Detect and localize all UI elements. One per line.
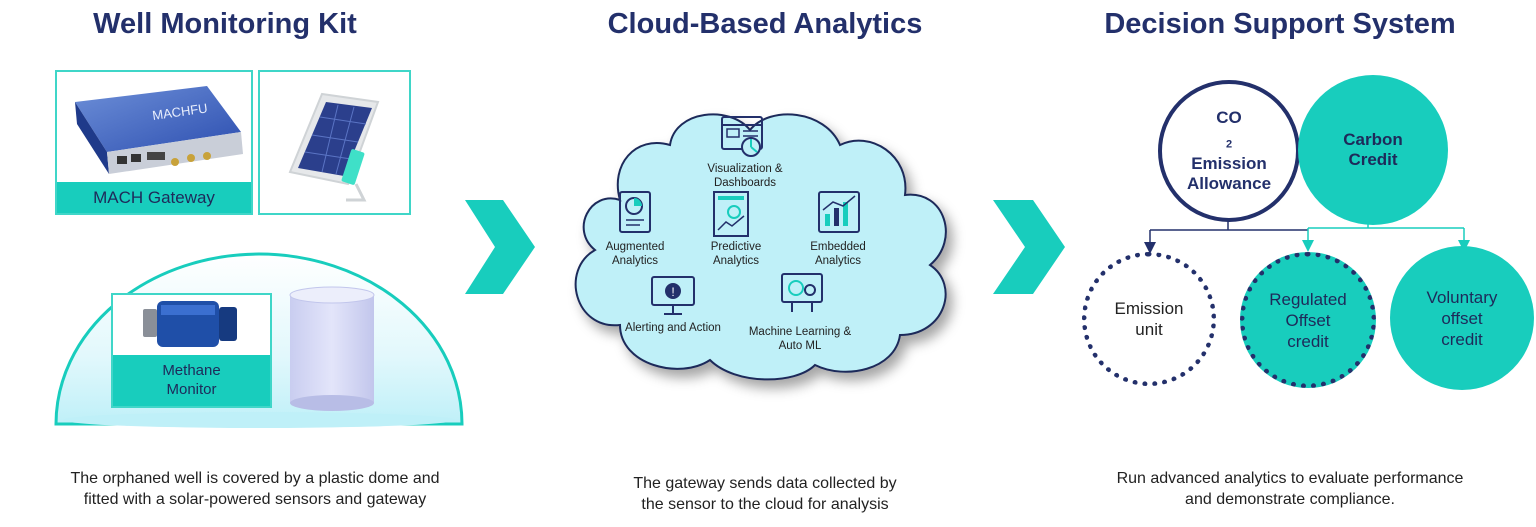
co2-label-line-2: Emission — [1191, 154, 1267, 174]
machine-learning-icon — [781, 273, 823, 312]
gateway-frame: MACHFU MACH Gateway — [55, 70, 253, 215]
regulated-offset-credit-circle: Regulated Offset credit — [1240, 252, 1376, 388]
dashboard-icon — [721, 116, 763, 157]
predictive-analytics-icon — [713, 191, 749, 237]
emission-label-line-2: unit — [1135, 320, 1163, 339]
solar-panel-frame — [258, 70, 411, 215]
regulated-label-line-2: Offset — [1285, 310, 1331, 330]
gateway-label: MACH Gateway — [57, 182, 251, 213]
voluntary-label-line-3: credit — [1441, 329, 1483, 349]
voluntary-label-line-1: Voluntary — [1426, 287, 1498, 307]
emission-label-line-1: Emission — [1114, 299, 1184, 318]
cloud-label-augmented: Augmented Analytics — [590, 240, 680, 268]
well-cylinder-shape — [289, 286, 375, 411]
arrow-right-icon-2 — [993, 200, 1065, 294]
decision-caption: Run advanced analytics to evaluate perfo… — [1060, 468, 1520, 510]
decision-caption-line-1: Run advanced analytics to evaluate perfo… — [1116, 470, 1464, 487]
ml-line-1: Machine Learning & — [748, 326, 852, 338]
kit-caption: The orphaned well is covered by a plasti… — [20, 468, 490, 510]
cloud-title: Cloud-Based Analytics — [607, 8, 923, 40]
decision-title: Decision Support System — [1104, 8, 1456, 40]
emission-unit-circle: Emission unit — [1082, 252, 1216, 386]
carbon-credit-circle: Carbon Credit — [1298, 75, 1448, 225]
kit-title: Well Monitoring Kit — [93, 8, 357, 40]
co2-label-main: CO — [1216, 107, 1242, 127]
augmented-line-1: Augmented — [605, 241, 665, 253]
kit-caption-line-2: fitted with a solar-powered sensors and … — [83, 491, 427, 508]
regulated-label-line-1: Regulated — [1269, 289, 1347, 309]
methane-monitor-frame: Methane Monitor — [111, 293, 272, 408]
co2-label-subscript: 2 — [1225, 138, 1233, 151]
cloud-caption-line-2: the sensor to the cloud for analysis — [641, 496, 889, 513]
cloud-label-predictive: Predictive Analytics — [688, 240, 784, 268]
arrow-right-icon-1 — [465, 200, 535, 294]
decision-caption-line-2: and demonstrate compliance. — [1185, 491, 1395, 508]
methane-sensor-icon — [143, 301, 237, 347]
methane-label-line-1: Methane — [162, 362, 221, 379]
cloud-label-embedded: Embedded Analytics — [793, 240, 883, 268]
alert-monitor-icon: ! — [651, 276, 695, 315]
co2-emission-allowance-circle: CO 2 Emission Allowance — [1158, 80, 1300, 222]
kit-caption-line-1: The orphaned well is covered by a plasti… — [70, 470, 440, 487]
carbon-label-line-1: Carbon — [1343, 130, 1403, 149]
ml-line-2: Auto ML — [778, 340, 822, 352]
cloud-label-ml: Machine Learning & Auto ML — [740, 325, 860, 353]
methane-monitor-label: Methane Monitor — [113, 355, 270, 406]
carbon-label-line-2: Credit — [1348, 150, 1398, 169]
solar-panel-icon — [288, 92, 380, 202]
augmented-line-2: Analytics — [611, 255, 659, 267]
cloud-label-alerting: Alerting and Action — [625, 322, 721, 334]
svg-text:!: ! — [671, 285, 674, 299]
voluntary-label-line-2: offset — [1441, 308, 1483, 328]
predictive-line-1: Predictive — [710, 241, 762, 253]
embedded-analytics-icon — [818, 191, 860, 233]
dashboards-line-1: Visualization & — [707, 163, 783, 175]
augmented-analytics-icon — [619, 191, 651, 233]
embedded-line-1: Embedded — [810, 241, 866, 253]
embedded-line-2: Analytics — [814, 255, 862, 267]
cloud-label-dashboards: Visualization & Dashboards — [695, 162, 795, 190]
co2-label-line-3: Allowance — [1186, 174, 1272, 194]
voluntary-offset-credit-circle: Voluntary offset credit — [1390, 246, 1534, 390]
methane-label-line-2: Monitor — [166, 381, 217, 398]
predictive-line-2: Analytics — [712, 255, 760, 267]
regulated-label-line-3: credit — [1287, 331, 1329, 351]
cloud-caption: The gateway sends data collected by the … — [560, 473, 970, 515]
dashboards-line-2: Dashboards — [713, 177, 776, 189]
gateway-device-icon: MACHFU — [75, 86, 243, 174]
cloud-caption-line-1: The gateway sends data collected by — [633, 475, 897, 492]
